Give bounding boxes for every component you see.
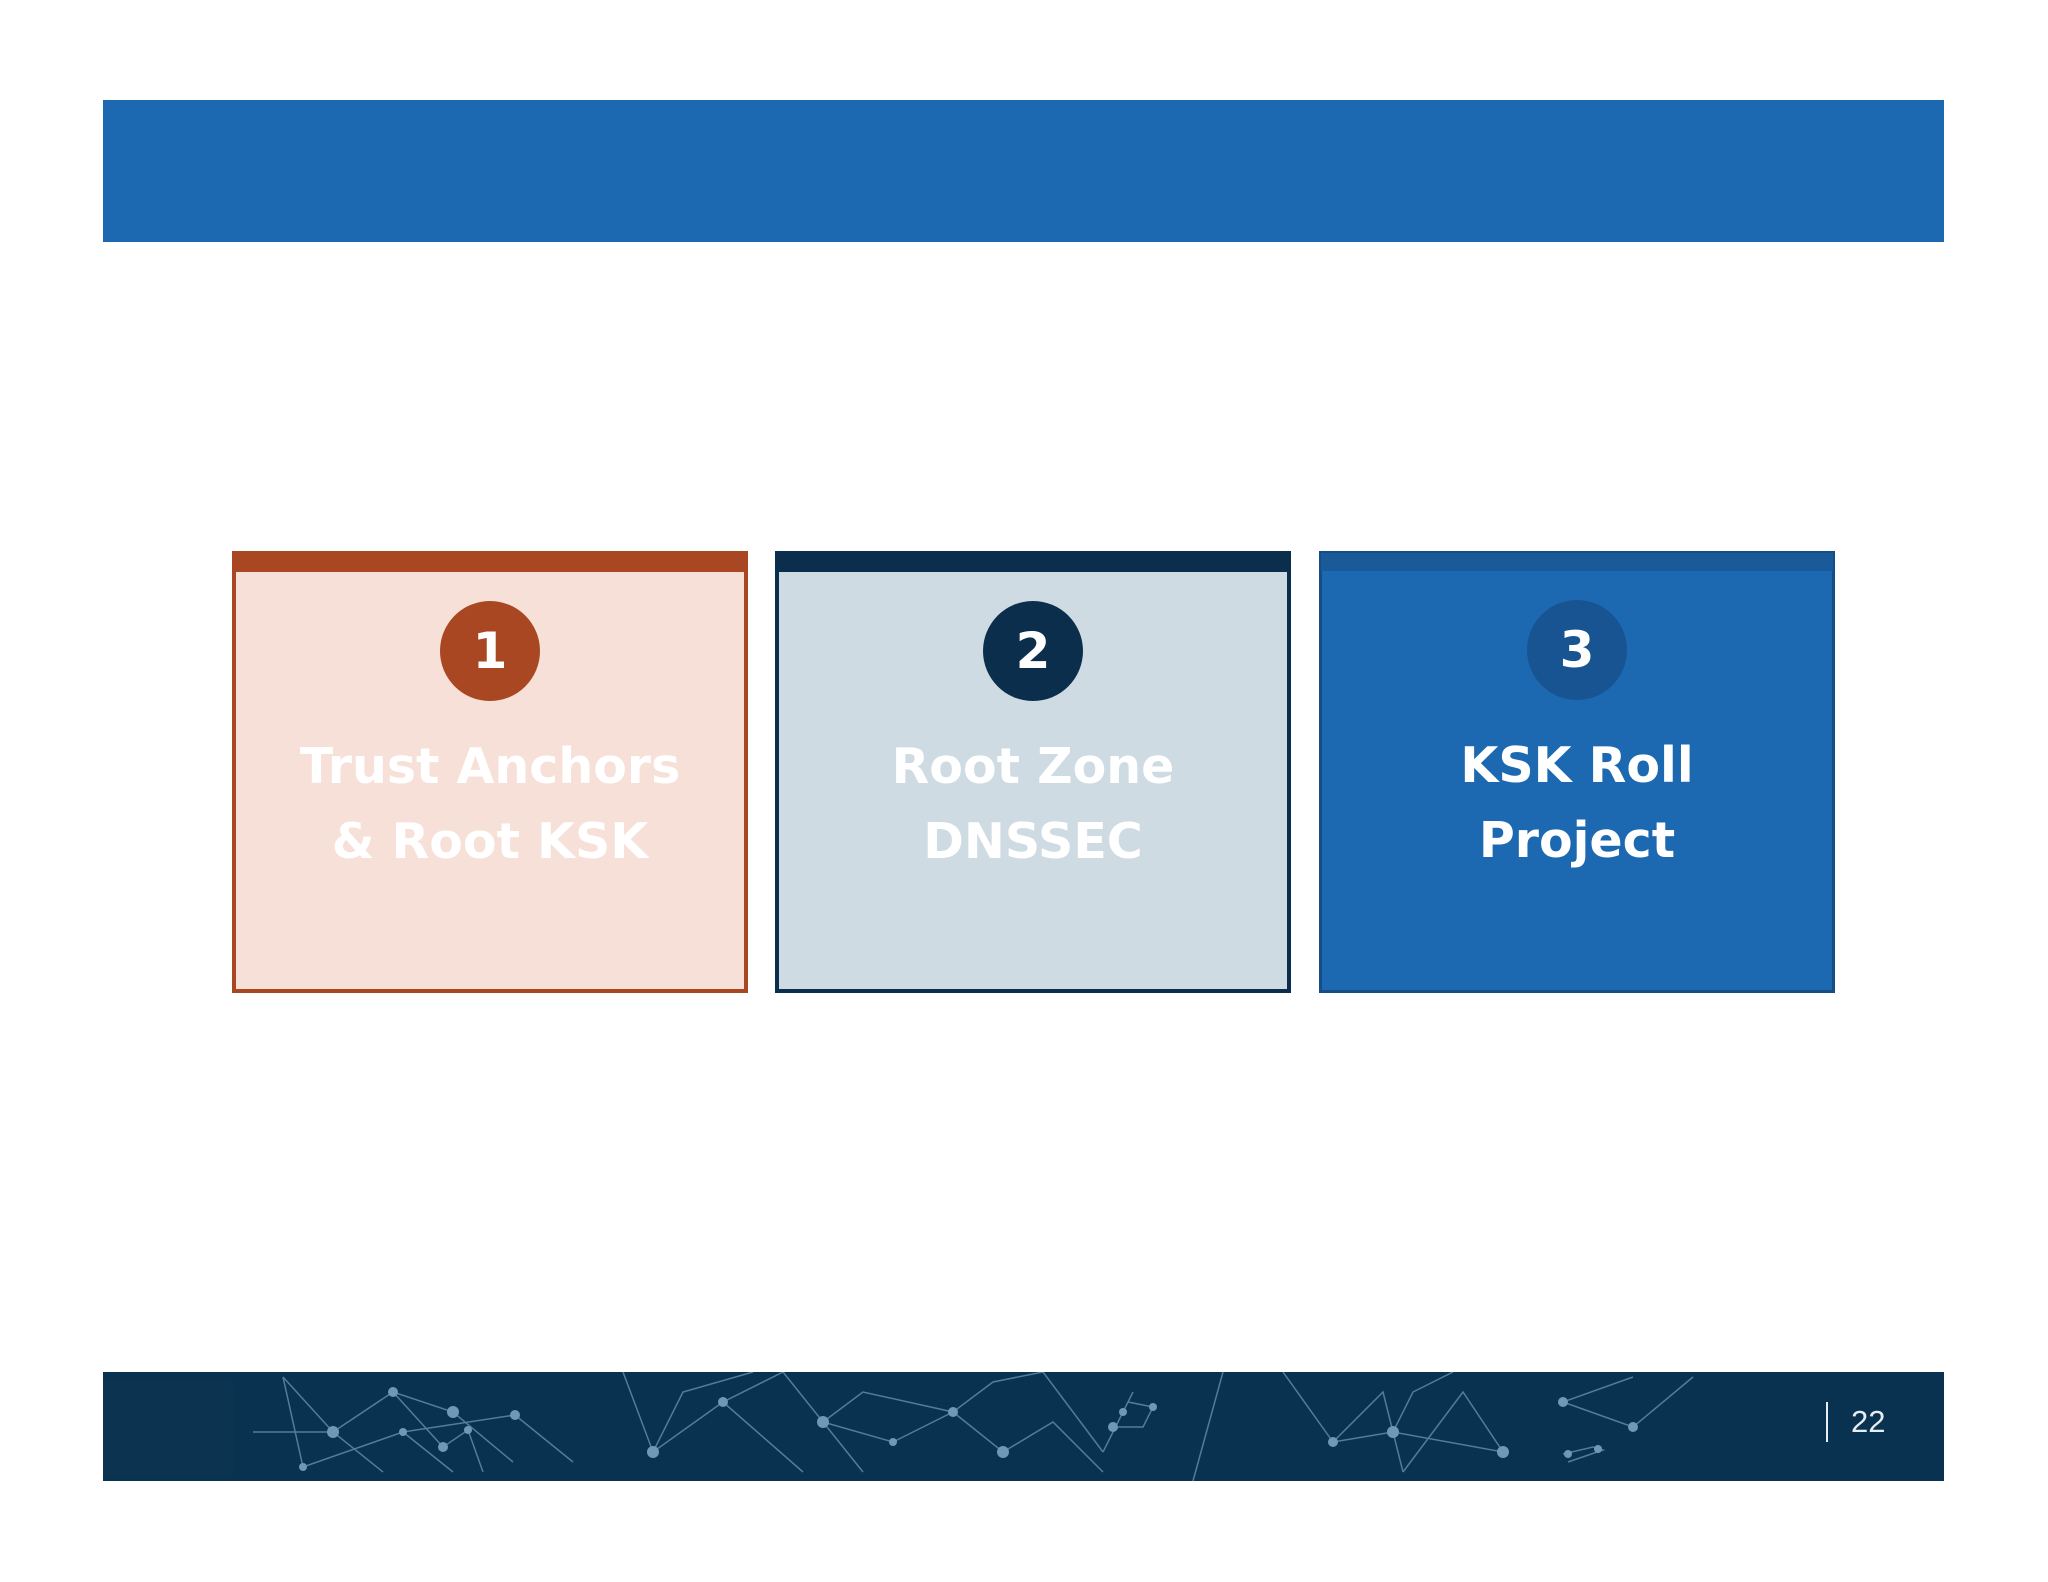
card-title-line2: Project xyxy=(1322,803,1832,878)
card-title-line1: Root Zone xyxy=(779,729,1287,804)
card-title: Trust Anchors & Root KSK xyxy=(236,729,744,879)
card-top-strip xyxy=(778,554,1288,572)
card-title-line1: KSK Roll xyxy=(1322,728,1832,803)
card-title-line2: & Root KSK xyxy=(236,804,744,879)
card-title: KSK Roll Project xyxy=(1322,728,1832,878)
page-number: 22 xyxy=(1851,1402,1885,1442)
card-number-badge: 2 xyxy=(983,601,1083,701)
card-top-strip xyxy=(235,554,745,572)
page-number-separator xyxy=(1826,1402,1828,1442)
header-bar xyxy=(103,100,1944,242)
card-root-zone-dnssec: 2 Root Zone DNSSEC xyxy=(775,551,1291,993)
network-pattern-graphic xyxy=(103,1372,1944,1481)
card-number-badge: 3 xyxy=(1527,600,1627,700)
card-title-line2: DNSSEC xyxy=(779,804,1287,879)
card-number-badge: 1 xyxy=(440,601,540,701)
card-title-line1: Trust Anchors xyxy=(236,729,744,804)
card-title: Root Zone DNSSEC xyxy=(779,729,1287,879)
footer-bar: 22 xyxy=(103,1372,1944,1481)
card-ksk-roll-project: 3 KSK Roll Project xyxy=(1319,551,1835,993)
card-top-strip xyxy=(1321,553,1833,571)
card-trust-anchors: 1 Trust Anchors & Root KSK xyxy=(232,551,748,993)
